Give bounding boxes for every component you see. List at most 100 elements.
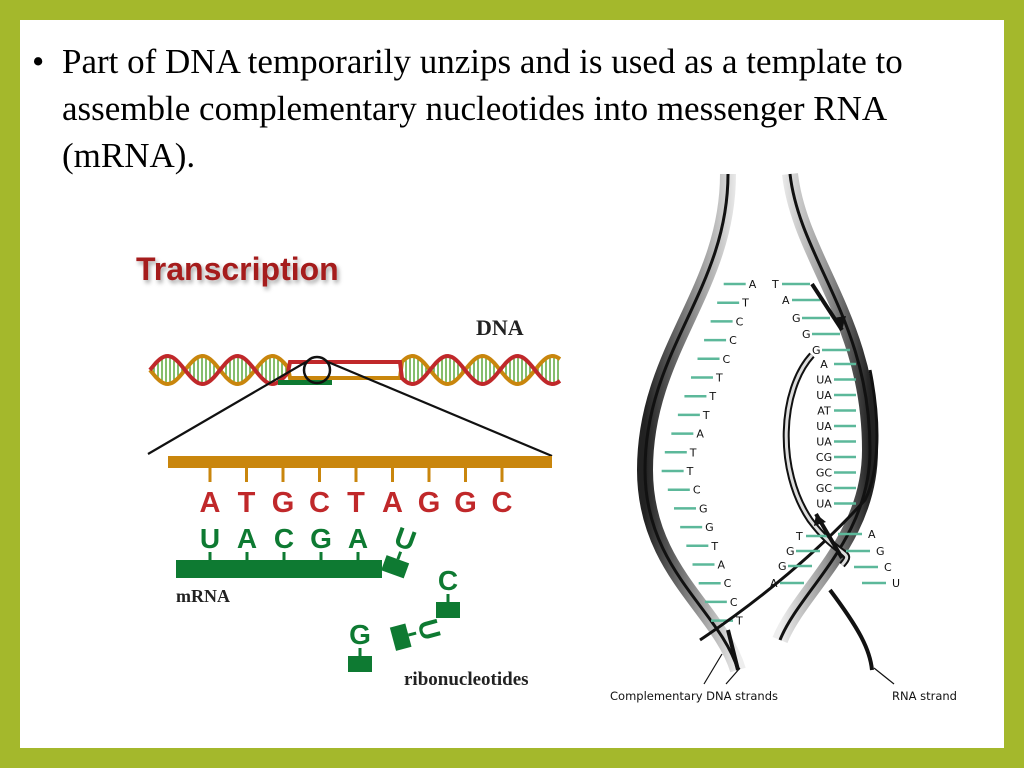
arrow-lower-head-icon [814,514,826,526]
left-strand-base: C [729,334,737,347]
dna-strand-orange [148,353,562,387]
left-strand-base: A [696,428,704,441]
label-pointer-rna [873,667,895,685]
ribonucleotide: G [348,619,372,672]
lower-rna-base: C [884,561,892,574]
template-base: A [200,487,221,519]
lower-rna-base: A [868,528,876,541]
ribonucleotide: U [381,521,420,579]
hybrid-pair: UA [816,374,832,387]
left-dna-strand [636,173,746,673]
right-dna-strand [699,173,879,671]
hybrid-pair: GC [816,482,833,495]
lower-rna-base: U [892,577,900,590]
left-strand-base: C [723,353,731,366]
bullet-marker: • [32,42,45,81]
left-strand-base: G [705,521,714,534]
dna-double-helix [148,353,562,387]
hybrid-pair: A [820,358,828,371]
small-mrna-segment [278,380,332,385]
left-strand-base: T [715,372,723,385]
hybrid-pair: AT [817,405,831,418]
left-strand-base: A [749,278,757,291]
ribonucleotide-base: G [349,619,371,650]
hybrid-pair: CG [816,451,832,464]
lower-dna-base: T [795,530,803,543]
bullet-point: • Part of DNA temporarily unzips and is … [32,38,972,179]
template-base: G [272,487,295,519]
upper-right-base: G [792,312,801,325]
hybrid-pair: GC [816,467,833,480]
zoom-circle [302,355,332,385]
lower-rna-base: G [876,545,885,558]
upper-right-base: A [782,294,790,307]
left-strand-base: C [693,484,701,497]
template-base: G [418,487,441,519]
template-base: G [454,487,477,519]
arrow-upper-head-icon [833,316,846,330]
label-complementary-dna: Complementary DNA strands [610,689,778,703]
lower-dna-base: G [786,545,795,558]
ribonucleotide-base: U [412,616,447,644]
left-strand-base: C [730,596,738,609]
mrna-base: C [274,523,294,554]
mrna-base: G [310,523,332,554]
ribonucleotide: U [389,616,447,651]
lower-dna-base: G [778,560,787,573]
template-base: T [347,487,365,519]
mrna-base: U [200,523,220,554]
rna-dna-hybrid-pairs: A UA UA AT UA UA CG GC GC UA [816,358,856,511]
left-strand-base: C [736,315,744,328]
hybrid-pair: UA [816,420,832,433]
mrna-base: A [237,523,257,554]
mrna-backbone [176,560,382,578]
left-strand-base: T [686,465,694,478]
helix-rungs [153,356,559,384]
zoom-line-left [147,361,307,455]
template-base: A [382,487,403,519]
dna-label: DNA [476,315,524,340]
left-strand-base: A [718,559,726,572]
left-strand-base: C [724,577,732,590]
ribonucleotide-base: U [390,521,420,557]
left-strand-base: G [699,502,708,515]
zoom-line-right [327,360,553,458]
dna-strand-red [148,353,562,387]
left-strand-base: T [735,615,743,628]
ribonucleotides-label: ribonucleotides [404,669,529,690]
ribonucleotide-base: C [438,565,458,596]
hybrid-pair: UA [816,436,832,449]
transcription-title: Transcription [136,251,339,287]
bullet-text: Part of DNA temporarily unzips and is us… [62,42,903,175]
slide: • Part of DNA temporarily unzips and is … [20,20,1004,748]
label-pointer-dna-1 [703,653,723,685]
hybrid-pair: UA [816,498,832,511]
template-base: C [309,487,330,519]
label-rna-strand: RNA strand [892,689,957,703]
upper-right-base: T [771,278,779,291]
hybrid-pair: UA [816,389,832,402]
ribonucleotide: C [436,565,460,618]
left-strand-base: T [689,446,697,459]
label-pointer-dna-2 [725,667,741,685]
mrna-label: mRNA [176,586,230,606]
upper-right-base: G [812,344,821,357]
lower-dna-base: A [770,577,778,590]
rna-strand [782,352,851,568]
dna-template-backbone [168,456,552,468]
upper-right-base: G [802,328,811,341]
left-strand-base: T [708,390,716,403]
mrna-base: A [348,523,368,554]
left-strand-base: T [710,540,718,553]
left-strand-base: T [702,409,710,422]
template-base: T [238,487,256,519]
left-strand-base: T [741,297,749,310]
